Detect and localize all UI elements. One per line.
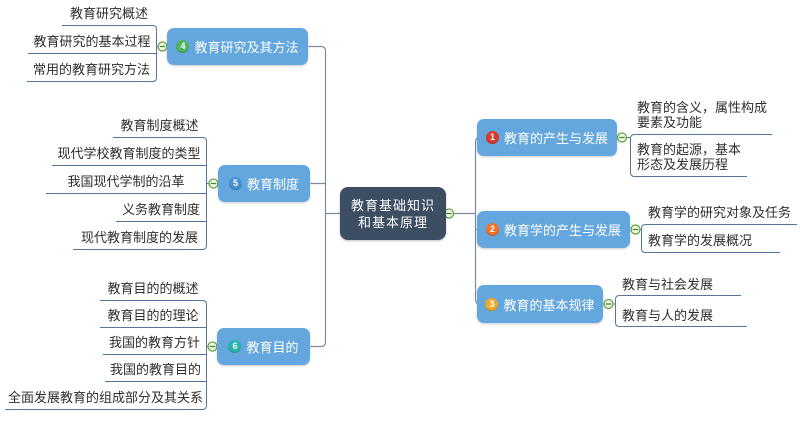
branch-badge-6: 6: [228, 340, 242, 353]
leaf-topic[interactable]: 我国的教育方针: [108, 335, 200, 350]
leaf-topic[interactable]: 全面发展教育的组成部分及其关系: [7, 390, 203, 405]
leaf-topic[interactable]: 我国现代学制的沿革: [67, 174, 185, 189]
branch-label: 教育的产生与发展: [503, 131, 608, 146]
branch-topic-4[interactable]: 4 教育研究及其方法: [167, 28, 308, 65]
branch-label: 教育的基本规律: [503, 297, 595, 313]
leaf-topic[interactable]: 教育与社会发展: [622, 277, 714, 292]
connector-left: [308, 45, 340, 348]
branch-badge-1: 1: [485, 131, 499, 144]
leaf-topic[interactable]: 教育制度概述: [120, 118, 199, 133]
leaf-topic[interactable]: 教育研究的基本过程: [33, 34, 151, 49]
collapse-icon-branch-5[interactable]: [208, 178, 219, 189]
leaf-topic[interactable]: 教育的起源，基本 形态及发展历程: [637, 142, 742, 172]
leaf-topic[interactable]: 教育目的的概述: [107, 281, 199, 296]
collapse-icon-branch-3[interactable]: [603, 298, 614, 310]
branch-topic-1[interactable]: 1 教育的产生与发展: [477, 119, 617, 156]
leaf-topic[interactable]: 教育学的发展概况: [648, 233, 753, 248]
collapse-icon-branch-1[interactable]: [616, 132, 628, 143]
branch-badge-2: 2: [485, 223, 499, 236]
branch-label: 教育制度: [246, 177, 299, 192]
leaf-topic[interactable]: 我国的教育目的: [109, 362, 201, 377]
leaf-lines-branch-1: [626, 134, 772, 177]
collapse-icon-branch-2[interactable]: [630, 224, 641, 235]
branch-label: 教育目的: [246, 340, 299, 355]
leaf-topic[interactable]: 常用的教育研究方法: [32, 62, 150, 77]
leaf-topic[interactable]: 现代教育制度的发展: [80, 230, 198, 245]
branch-topic-2[interactable]: 2 教育学的产生与发展: [477, 211, 630, 248]
branch-badge-4: 4: [176, 40, 190, 53]
leaf-topic[interactable]: 教育的含义，属性构成 要素及功能: [637, 100, 768, 130]
leaf-lines-branch-5: [46, 137, 209, 250]
central-topic[interactable]: 教育基础知识 和基本原理: [340, 187, 446, 240]
branch-topic-3[interactable]: 3 教育的基本规律: [477, 285, 603, 323]
leaf-topic[interactable]: 教育研究概述: [69, 6, 148, 21]
leaf-topic[interactable]: 现代学校教育制度的类型: [57, 146, 201, 161]
branch-topic-6[interactable]: 6 教育目的: [217, 328, 310, 365]
leaf-topic[interactable]: 教育与人的发展: [622, 308, 714, 323]
leaf-topic[interactable]: 教育目的的理论: [107, 308, 199, 323]
leaf-topic[interactable]: 义务教育制度: [121, 202, 200, 217]
branch-label: 教育学的产生与发展: [503, 223, 621, 238]
collapse-icon-branch-6[interactable]: [207, 341, 218, 352]
leaf-topic[interactable]: 教育学的研究对象及任务: [648, 205, 792, 220]
branch-label: 教育研究及其方法: [194, 40, 299, 55]
branch-badge-5: 5: [228, 177, 242, 190]
branch-topic-5[interactable]: 5 教育制度: [218, 165, 310, 202]
branch-badge-3: 3: [485, 297, 499, 311]
connector-right: [453, 136, 481, 305]
collapse-icon-branch-4[interactable]: [157, 41, 168, 52]
